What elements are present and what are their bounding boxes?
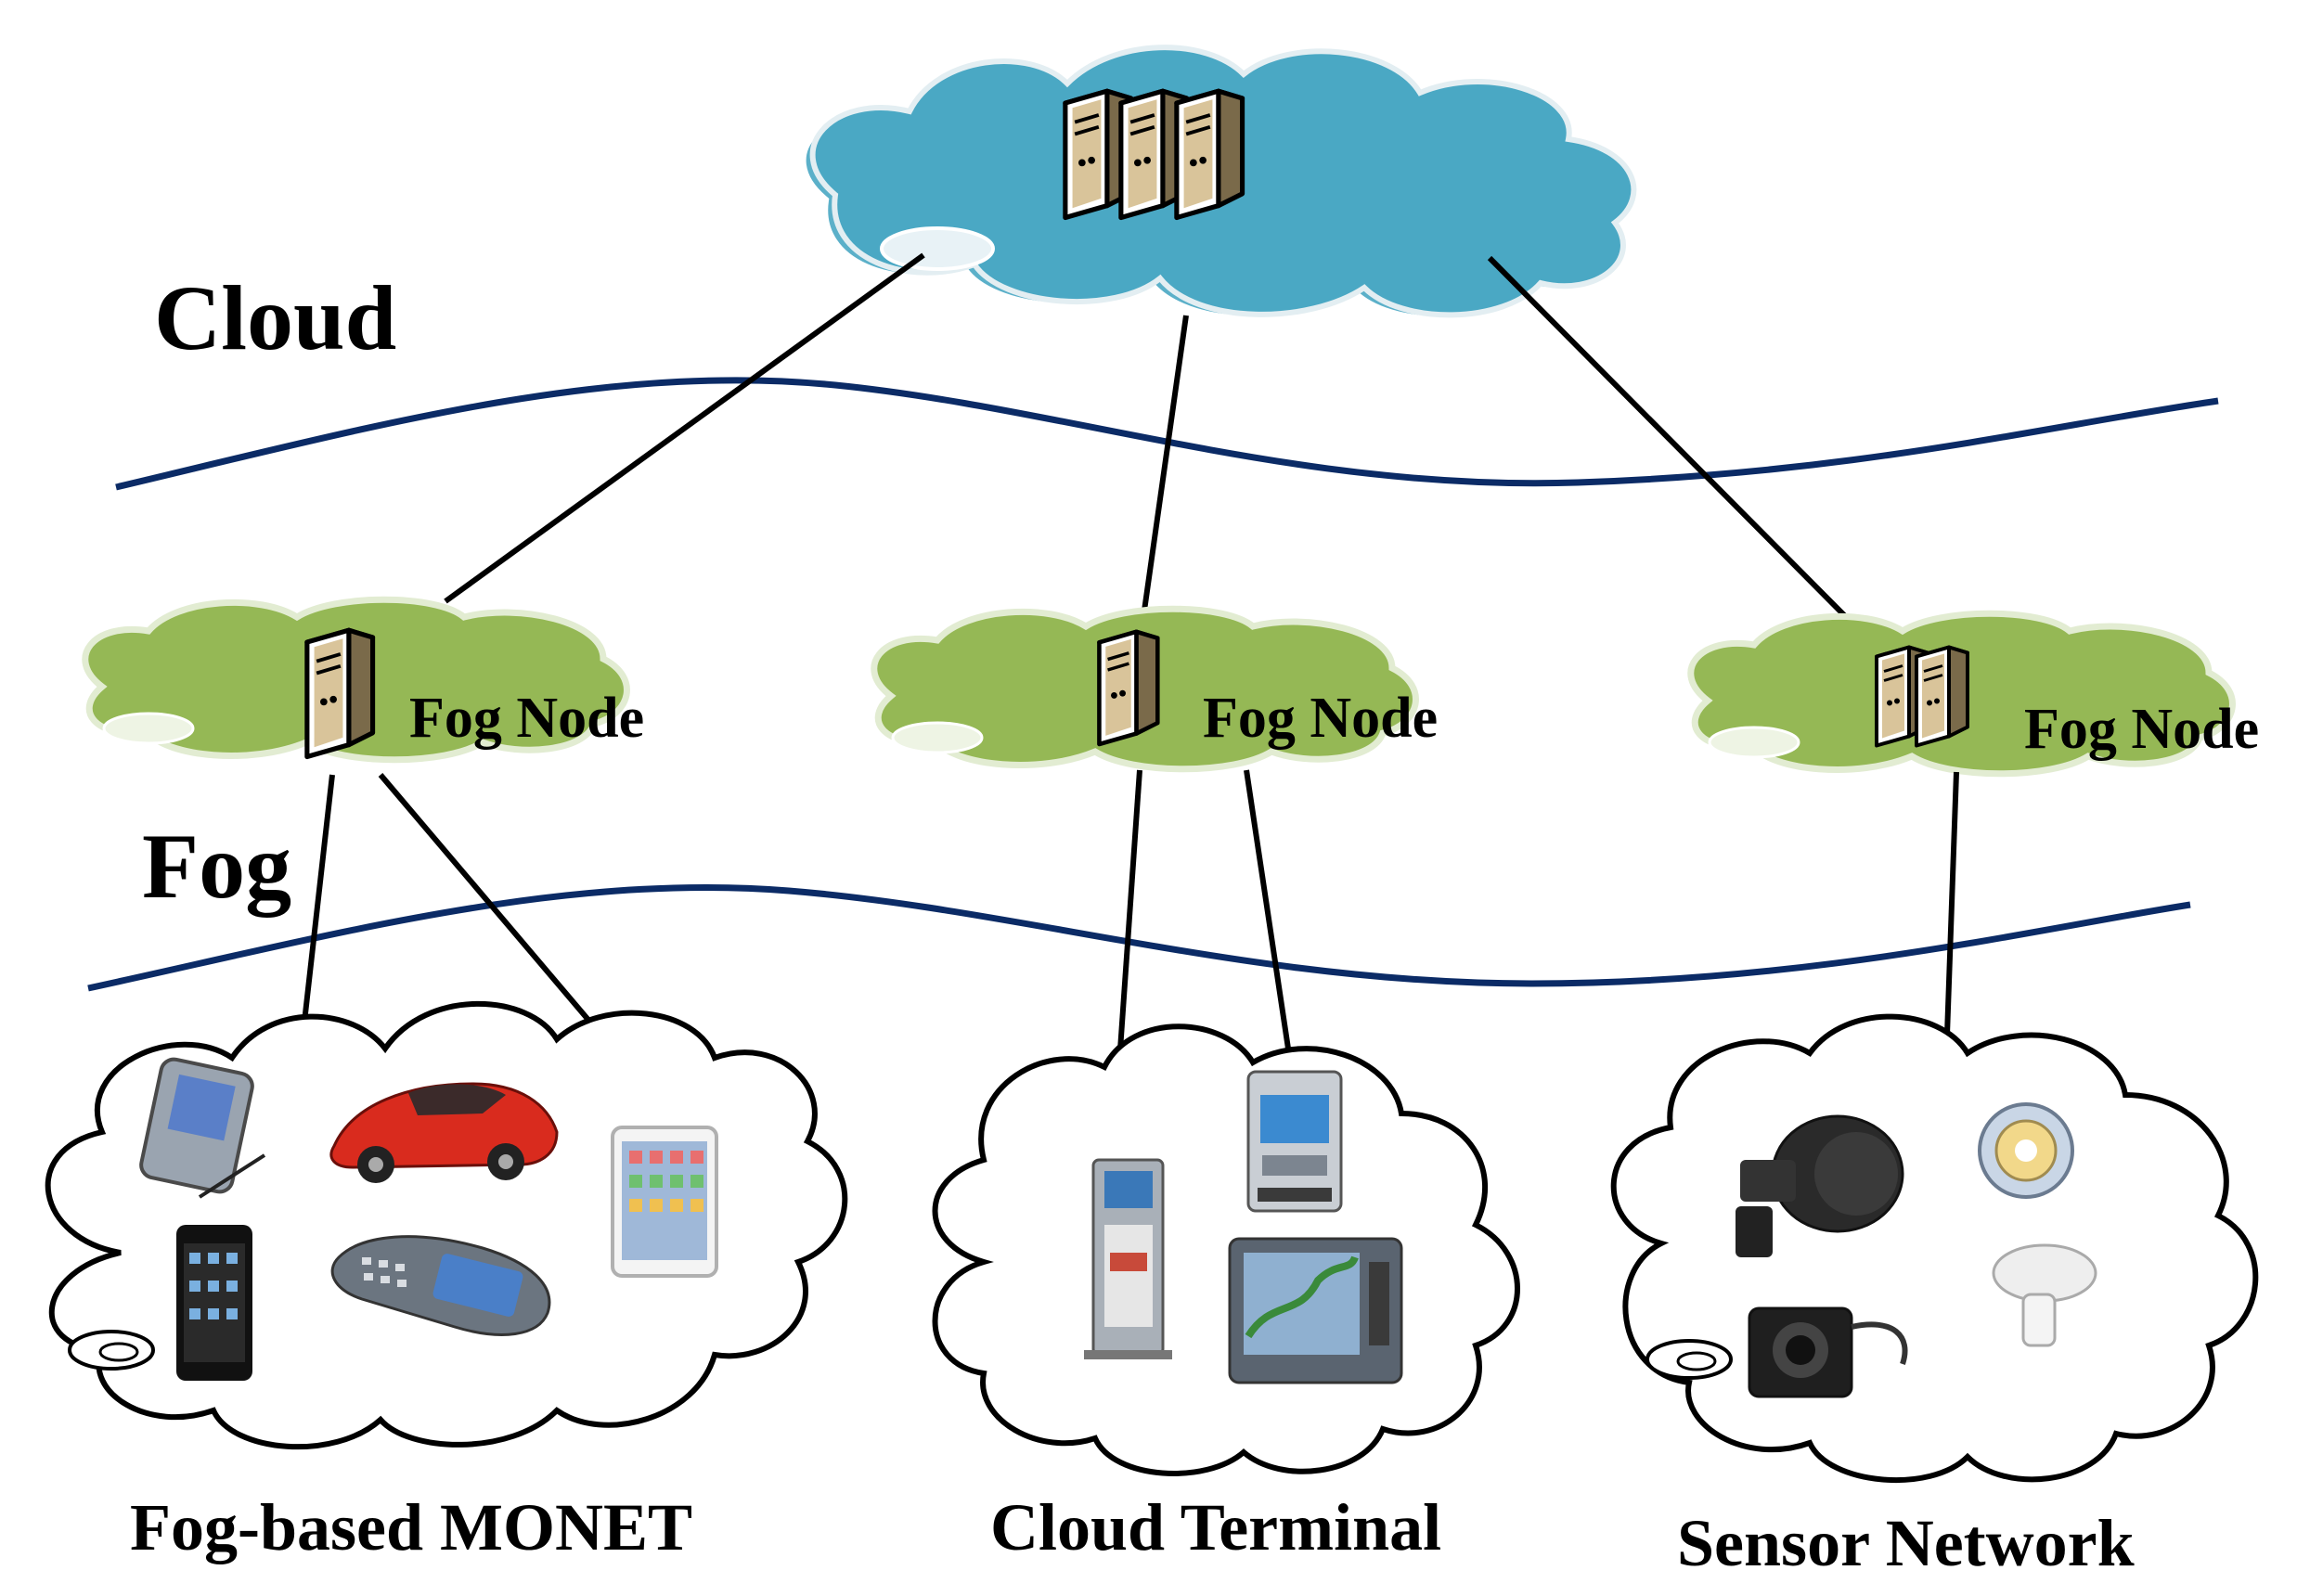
bulb-socket-icon <box>1992 1243 2097 1347</box>
cloud-layer-label: Cloud <box>154 266 397 369</box>
tablet-icon <box>611 1126 718 1278</box>
fog-server-icon-2 <box>1099 632 1157 744</box>
fog-node-label-2: Fog Node <box>1203 687 1439 750</box>
group-label-cloud-terminal: Cloud Terminal <box>990 1490 1442 1564</box>
edge-cloud-sensor <box>1610 1013 2259 1483</box>
smoke-detector-icon <box>1978 1102 2074 1199</box>
cloud-fog-boundary <box>115 377 2219 491</box>
mass-airflow-sensor-icon <box>1736 1114 1904 1257</box>
edge-cloud-terminal <box>932 1023 1520 1476</box>
cloud-fog-links <box>444 252 1859 630</box>
group-label-monet: Fog-based MONET <box>130 1490 693 1564</box>
fog-layer-label: Fog <box>142 815 292 918</box>
surveillance-camera-icon <box>1748 1306 1908 1398</box>
fog-node-label-1: Fog Node <box>409 687 645 750</box>
cloud-server-cluster-icon <box>1065 91 1243 217</box>
pda-icon <box>139 1057 266 1199</box>
group-label-sensor-network: Sensor Network <box>1677 1506 2135 1580</box>
smartphone-icon <box>176 1225 252 1381</box>
sports-car-icon <box>329 1082 559 1183</box>
fog-server-icon-3 <box>1877 648 1968 746</box>
fog-edge-boundary <box>87 884 2191 992</box>
kiosk-icon <box>1084 1158 1172 1359</box>
atm-terminal-icon <box>1246 1070 1343 1213</box>
handheld-scanner-icon <box>330 1235 551 1336</box>
fog-server-icon-1 <box>307 630 373 756</box>
fog-node-label-3: Fog Node <box>2024 698 2260 761</box>
marine-chart-plotter-icon <box>1228 1237 1403 1384</box>
